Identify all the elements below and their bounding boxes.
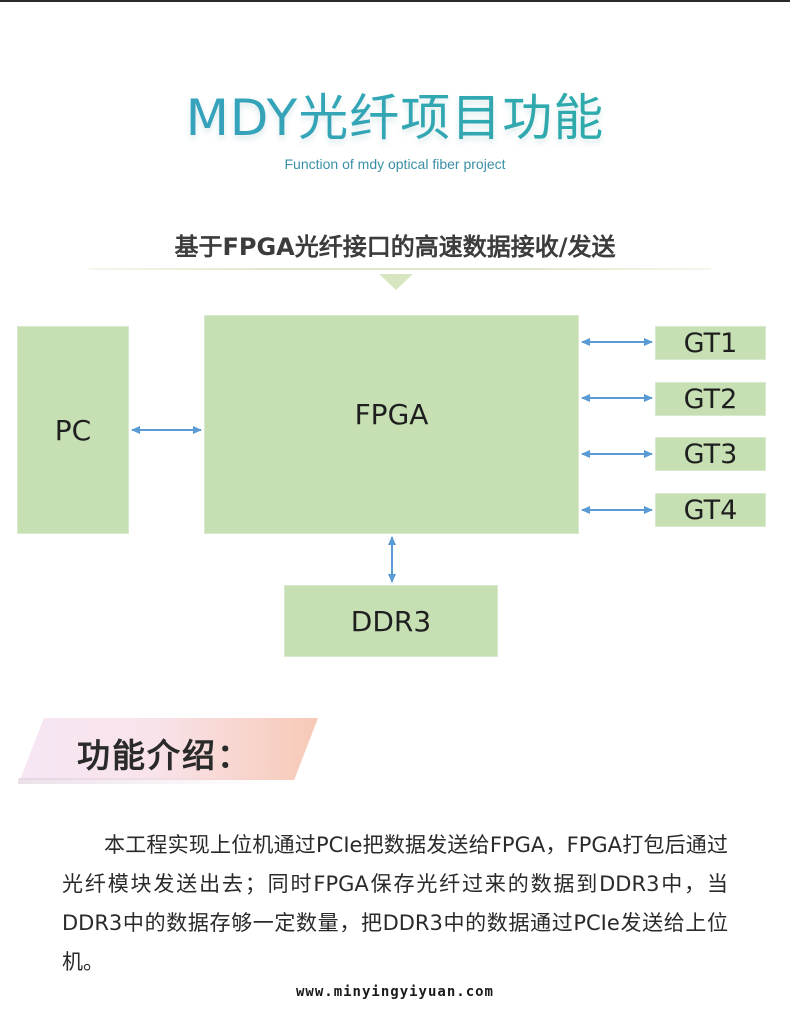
ddr3-label: DDR3 [350, 604, 432, 638]
gt4-label: GT4 [683, 494, 738, 526]
fpga-block: FPGA [204, 315, 579, 534]
gt1-label: GT1 [683, 327, 738, 359]
gt3-label: GT3 [683, 438, 738, 470]
page-title: MDY光纤项目功能 [0, 78, 790, 150]
intro-title: 功能介绍： [77, 736, 252, 775]
intro-title-ribbon [20, 718, 318, 780]
gt1-block: GT1 [655, 326, 766, 360]
top-border-line [0, 0, 790, 2]
pc-block: PC [17, 326, 129, 534]
gt4-block: GT4 [655, 493, 766, 527]
pc-label: PC [54, 413, 92, 447]
site-watermark: www.minyingyiyuan.com [295, 984, 494, 1000]
intro-ribbon-shadow [18, 778, 268, 784]
ddr3-block: DDR3 [284, 585, 498, 657]
gt2-label: GT2 [683, 383, 738, 415]
page-subtitle: Function of mdy optical fiber project [284, 156, 506, 172]
fpga-label: FPGA [354, 398, 429, 431]
diagram-heading: 基于FPGA光纤接口的高速数据接收/发送 [174, 233, 616, 261]
intro-paragraph: 本工程实现上位机通过PCIe把数据发送给FPGA，FPGA打包后通过光纤模块发送… [62, 833, 728, 974]
heading-pointer-triangle [379, 274, 413, 290]
gt2-block: GT2 [655, 382, 766, 416]
heading-divider [89, 268, 711, 270]
gt3-block: GT3 [655, 437, 766, 471]
